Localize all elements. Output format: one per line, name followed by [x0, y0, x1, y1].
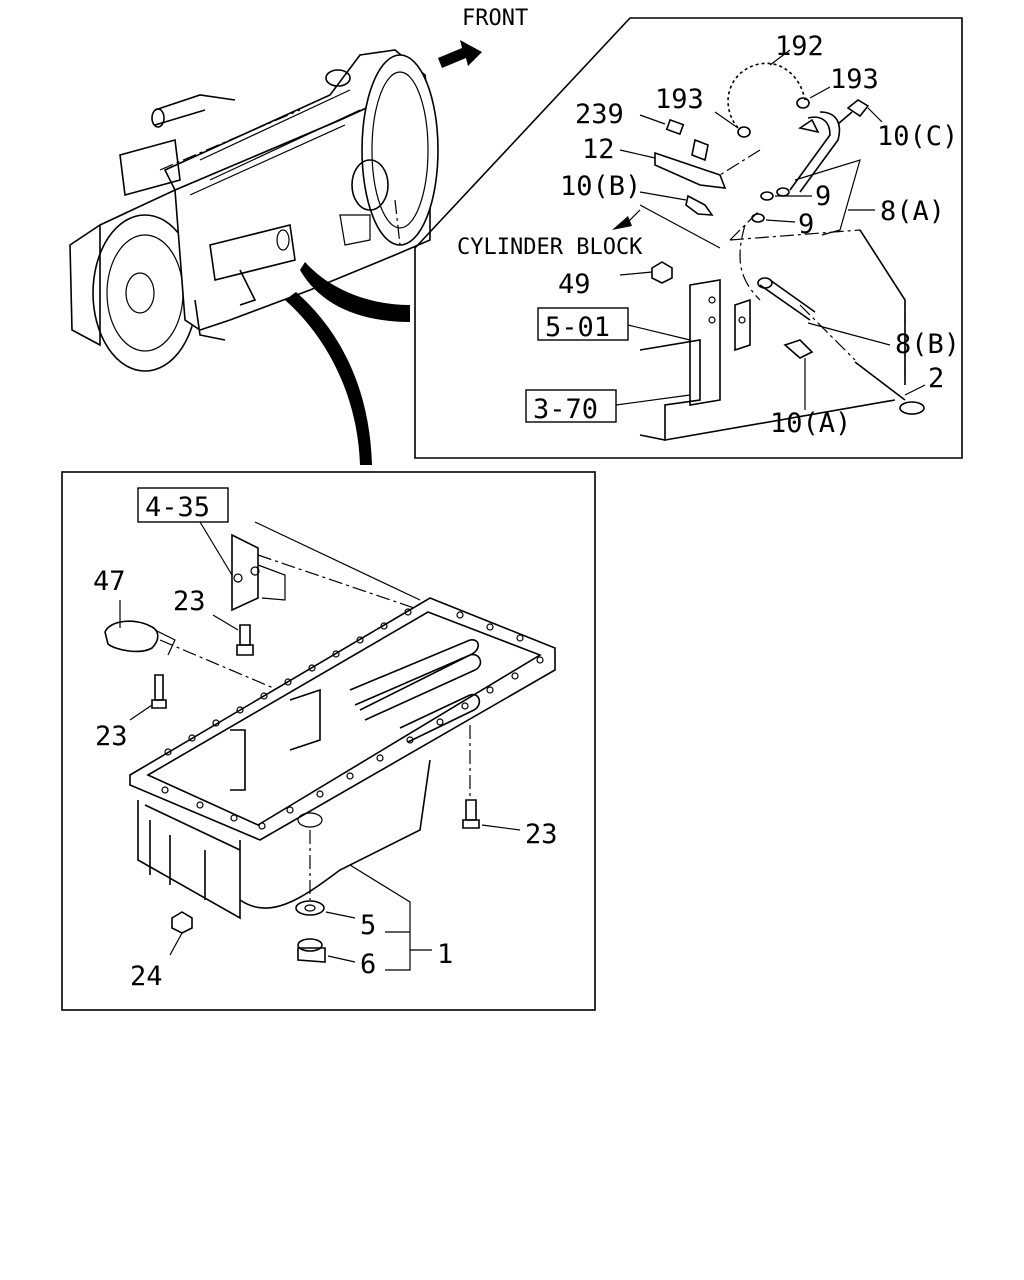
label-9-upper: 9: [815, 181, 831, 212]
label-239: 239: [575, 99, 624, 130]
arrow-right-icon: [438, 40, 482, 68]
label-10c: 10(C): [877, 121, 958, 152]
label-23-left: 23: [95, 721, 128, 752]
flange-bolt-holes: [161, 608, 544, 830]
label-1: 1: [437, 939, 453, 970]
front-label: FRONT: [462, 6, 528, 31]
label-24: 24: [130, 961, 163, 992]
ref-5-01[interactable]: 5-01: [545, 312, 610, 343]
label-10a: 10(A): [770, 408, 851, 439]
label-6: 6: [360, 949, 376, 980]
label-2: 2: [928, 363, 944, 394]
label-12: 12: [582, 134, 615, 165]
label-8a: 8(A): [880, 196, 945, 227]
oil-pan-panel: 4-35 23 47 23: [61, 471, 596, 1011]
ref-3-70[interactable]: 3-70: [533, 394, 598, 425]
dipstick-detail-panel: 192 193 193 10(C) 239 12 10(B): [414, 17, 963, 459]
front-indicator: FRONT: [438, 6, 528, 68]
cylinder-block-label: CYLINDER BLOCK: [457, 235, 643, 260]
label-5: 5: [360, 910, 376, 941]
label-193-top: 193: [830, 64, 879, 95]
label-23-right: 23: [525, 819, 558, 850]
label-192: 192: [775, 31, 824, 62]
engine-overview: [69, 49, 439, 465]
label-23-top: 23: [173, 586, 206, 617]
ref-4-35[interactable]: 4-35: [145, 492, 210, 523]
label-8b: 8(B): [895, 329, 960, 360]
label-47: 47: [93, 566, 126, 597]
label-193-left: 193: [655, 84, 704, 115]
label-49: 49: [558, 269, 591, 300]
label-9-lower: 9: [798, 209, 814, 240]
label-10b: 10(B): [560, 171, 641, 202]
